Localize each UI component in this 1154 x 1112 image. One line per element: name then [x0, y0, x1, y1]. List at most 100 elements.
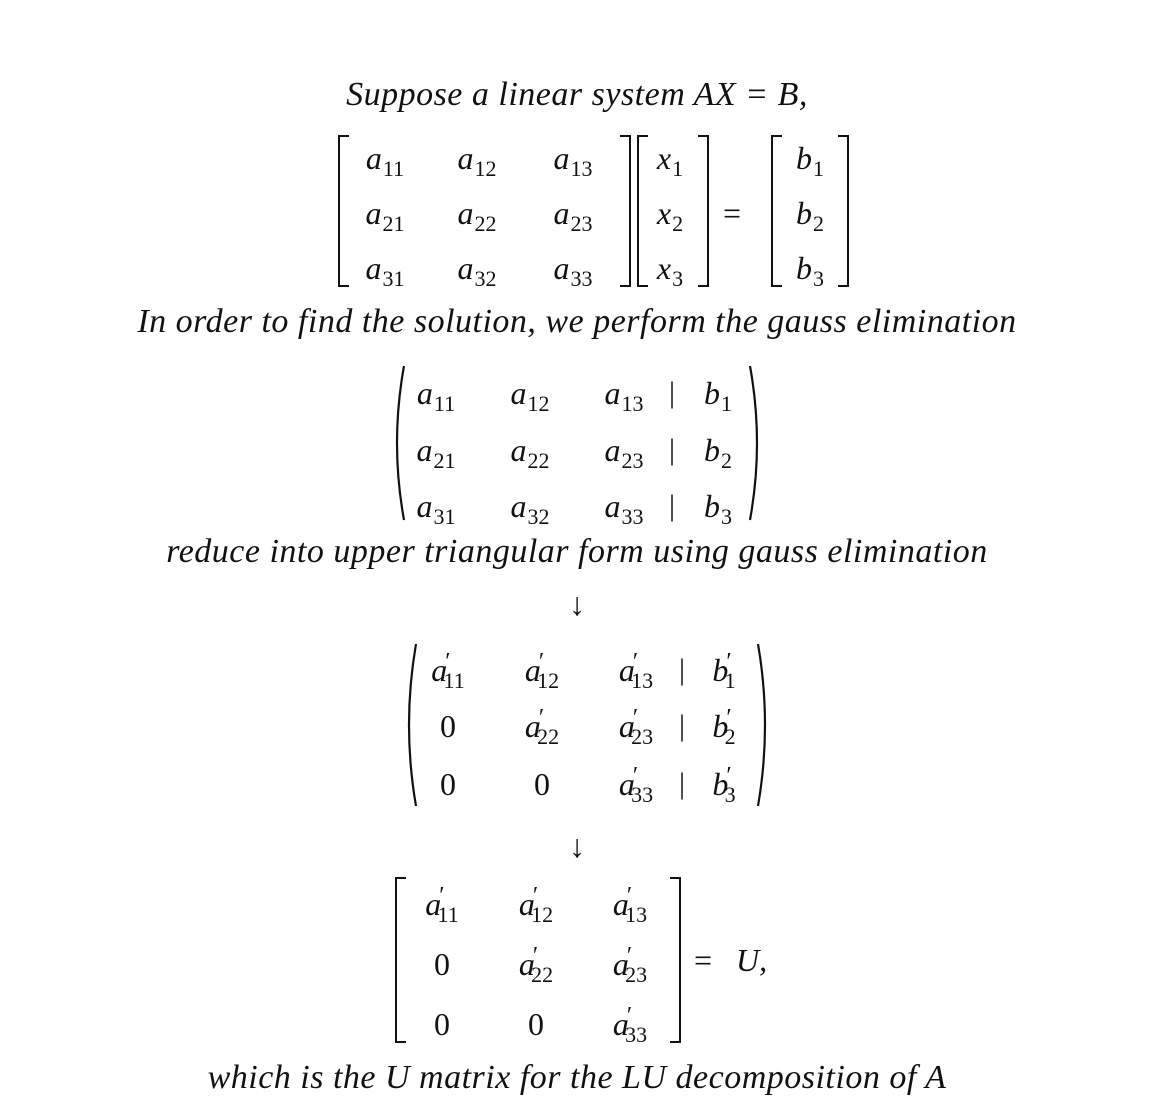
prime-mark: ′ — [726, 705, 732, 731]
equals-sign-2: = — [694, 942, 713, 978]
cell-subscript: 33 — [631, 782, 654, 807]
vector-b-bracket-right — [838, 135, 849, 287]
cell-subscript: 2 — [721, 448, 732, 473]
matrix-U-cell-3-2: 0 — [528, 1006, 544, 1042]
cell-subscript: 13 — [631, 668, 654, 693]
prime-mark: ′ — [726, 649, 732, 675]
cell-base: a — [457, 140, 474, 176]
vector-X-cell-3-1: x3 — [657, 250, 683, 297]
cell-subscript: 11 — [443, 668, 465, 693]
prime-mark: ′ — [626, 1003, 633, 1029]
cell-base: b — [712, 708, 729, 744]
cell-subscript: 13 — [570, 156, 593, 181]
cell-subscript: 2 — [724, 724, 736, 749]
cell-base: a — [553, 250, 570, 286]
augmented-cell-1-2: a12 — [511, 375, 550, 422]
cell-subscript: 13 — [625, 902, 648, 927]
vector-B-cell-3-1: b3 — [796, 250, 824, 297]
reduced-cell-2-4: b′2 — [712, 705, 736, 755]
cell-subscript: 12 — [474, 156, 497, 181]
cell-base: x — [656, 195, 672, 231]
prime-mark: ′ — [726, 763, 732, 789]
cell-base: a — [553, 140, 570, 176]
augmented-cell-2-1: a21 — [417, 432, 456, 479]
conclusion-text: which is the U matrix for the LU decompo… — [207, 1059, 947, 1096]
reduced-cell-2-2: a′22 — [525, 705, 559, 755]
matrix-a-bracket-left — [338, 135, 349, 287]
cell-base: a — [365, 195, 382, 231]
vector-X-cell-1-1: x1 — [657, 140, 683, 187]
cell-subscript: 3 — [813, 266, 824, 291]
cell-subscript: 23 — [631, 724, 654, 749]
cell-base: a — [618, 766, 635, 802]
cell-base: a — [457, 250, 474, 286]
cell-subscript: 33 — [621, 504, 644, 529]
cell-base: a — [604, 375, 621, 411]
augment-separator: | — [678, 709, 686, 742]
cell-base: a — [604, 432, 621, 468]
down-arrow-icon-2: ↓ — [569, 828, 585, 864]
matrix-U-cell-1-3: a′13 — [612, 883, 648, 933]
cell-base: a — [365, 250, 382, 286]
cell-subscript: 11 — [382, 156, 405, 181]
cell-base: a — [618, 708, 635, 744]
cell-subscript: 23 — [570, 211, 593, 236]
vector-b-bracket-left — [771, 135, 782, 287]
cell-subscript: 12 — [527, 391, 550, 416]
cell-subscript: 33 — [570, 266, 593, 291]
prime-mark: ′ — [626, 883, 633, 909]
cell-subscript: 23 — [625, 962, 648, 987]
augmented-cell-1-1: a11 — [417, 375, 455, 422]
cell-subscript: 22 — [531, 962, 554, 987]
cell-base: a — [365, 140, 382, 176]
cell-base: b — [796, 140, 812, 176]
cell-base: a — [510, 375, 527, 411]
cell-subscript: 1 — [721, 391, 732, 416]
cell-base: a — [553, 195, 570, 231]
cell-base: b — [796, 250, 812, 286]
matrix-A-cell-3-3: a33 — [554, 250, 593, 297]
prime-mark: ′ — [445, 649, 451, 675]
augmented-cell-2-2: a22 — [511, 432, 550, 479]
cell-base: b — [704, 375, 720, 411]
cell-subscript: 32 — [474, 266, 497, 291]
cell-base: b — [796, 195, 812, 231]
matrix-U-cell-3-1: 0 — [434, 1006, 450, 1042]
augment-separator: | — [668, 433, 676, 466]
prime-mark: ′ — [439, 883, 445, 909]
reduced-cell-3-4: b′3 — [712, 763, 735, 813]
matrix-A-cell-1-3: a13 — [554, 140, 593, 187]
cell-base: a — [612, 886, 629, 922]
elimination-text: In order to find the solution, we perfor… — [137, 303, 1017, 340]
matrix-U-cell-2-1: 0 — [434, 946, 450, 982]
reduce-text: reduce into upper triangular form using … — [166, 533, 988, 570]
cell-base: a — [416, 432, 433, 468]
matrix-U-cell-2-2: a′22 — [519, 943, 554, 993]
augmented-paren-right — [748, 365, 759, 521]
cell-base: a — [431, 652, 448, 688]
cell-base: a — [510, 488, 527, 524]
cell-subscript: 12 — [531, 902, 554, 927]
cell-subscript: 13 — [621, 391, 644, 416]
matrix-A-cell-3-1: a31 — [366, 250, 405, 297]
cell-base: a — [612, 946, 629, 982]
cell-base: b — [704, 488, 720, 524]
cell-base: b — [712, 766, 729, 802]
u-label: U, — [736, 942, 768, 978]
prime-mark: ′ — [532, 883, 539, 909]
matrix-A-cell-3-2: a32 — [458, 250, 497, 297]
cell-base: a — [604, 488, 621, 524]
cell-base: a — [518, 886, 535, 922]
matrix-U-cell-2-3: a′23 — [612, 943, 648, 993]
vector-B-cell-1-1: b1 — [796, 140, 824, 187]
augmented-cell-3-1: a31 — [417, 488, 456, 535]
augment-separator: | — [668, 489, 676, 522]
cell-subscript: 32 — [527, 504, 550, 529]
cell-subscript: 1 — [672, 156, 684, 181]
cell-subscript: 11 — [437, 902, 459, 927]
intro-text: Suppose a linear system AX = B, — [346, 76, 808, 113]
matrix-A-cell-2-1: a21 — [366, 195, 405, 242]
cell-base: b — [704, 432, 720, 468]
cell-subscript: 22 — [527, 448, 550, 473]
cell-base: x — [656, 250, 672, 286]
